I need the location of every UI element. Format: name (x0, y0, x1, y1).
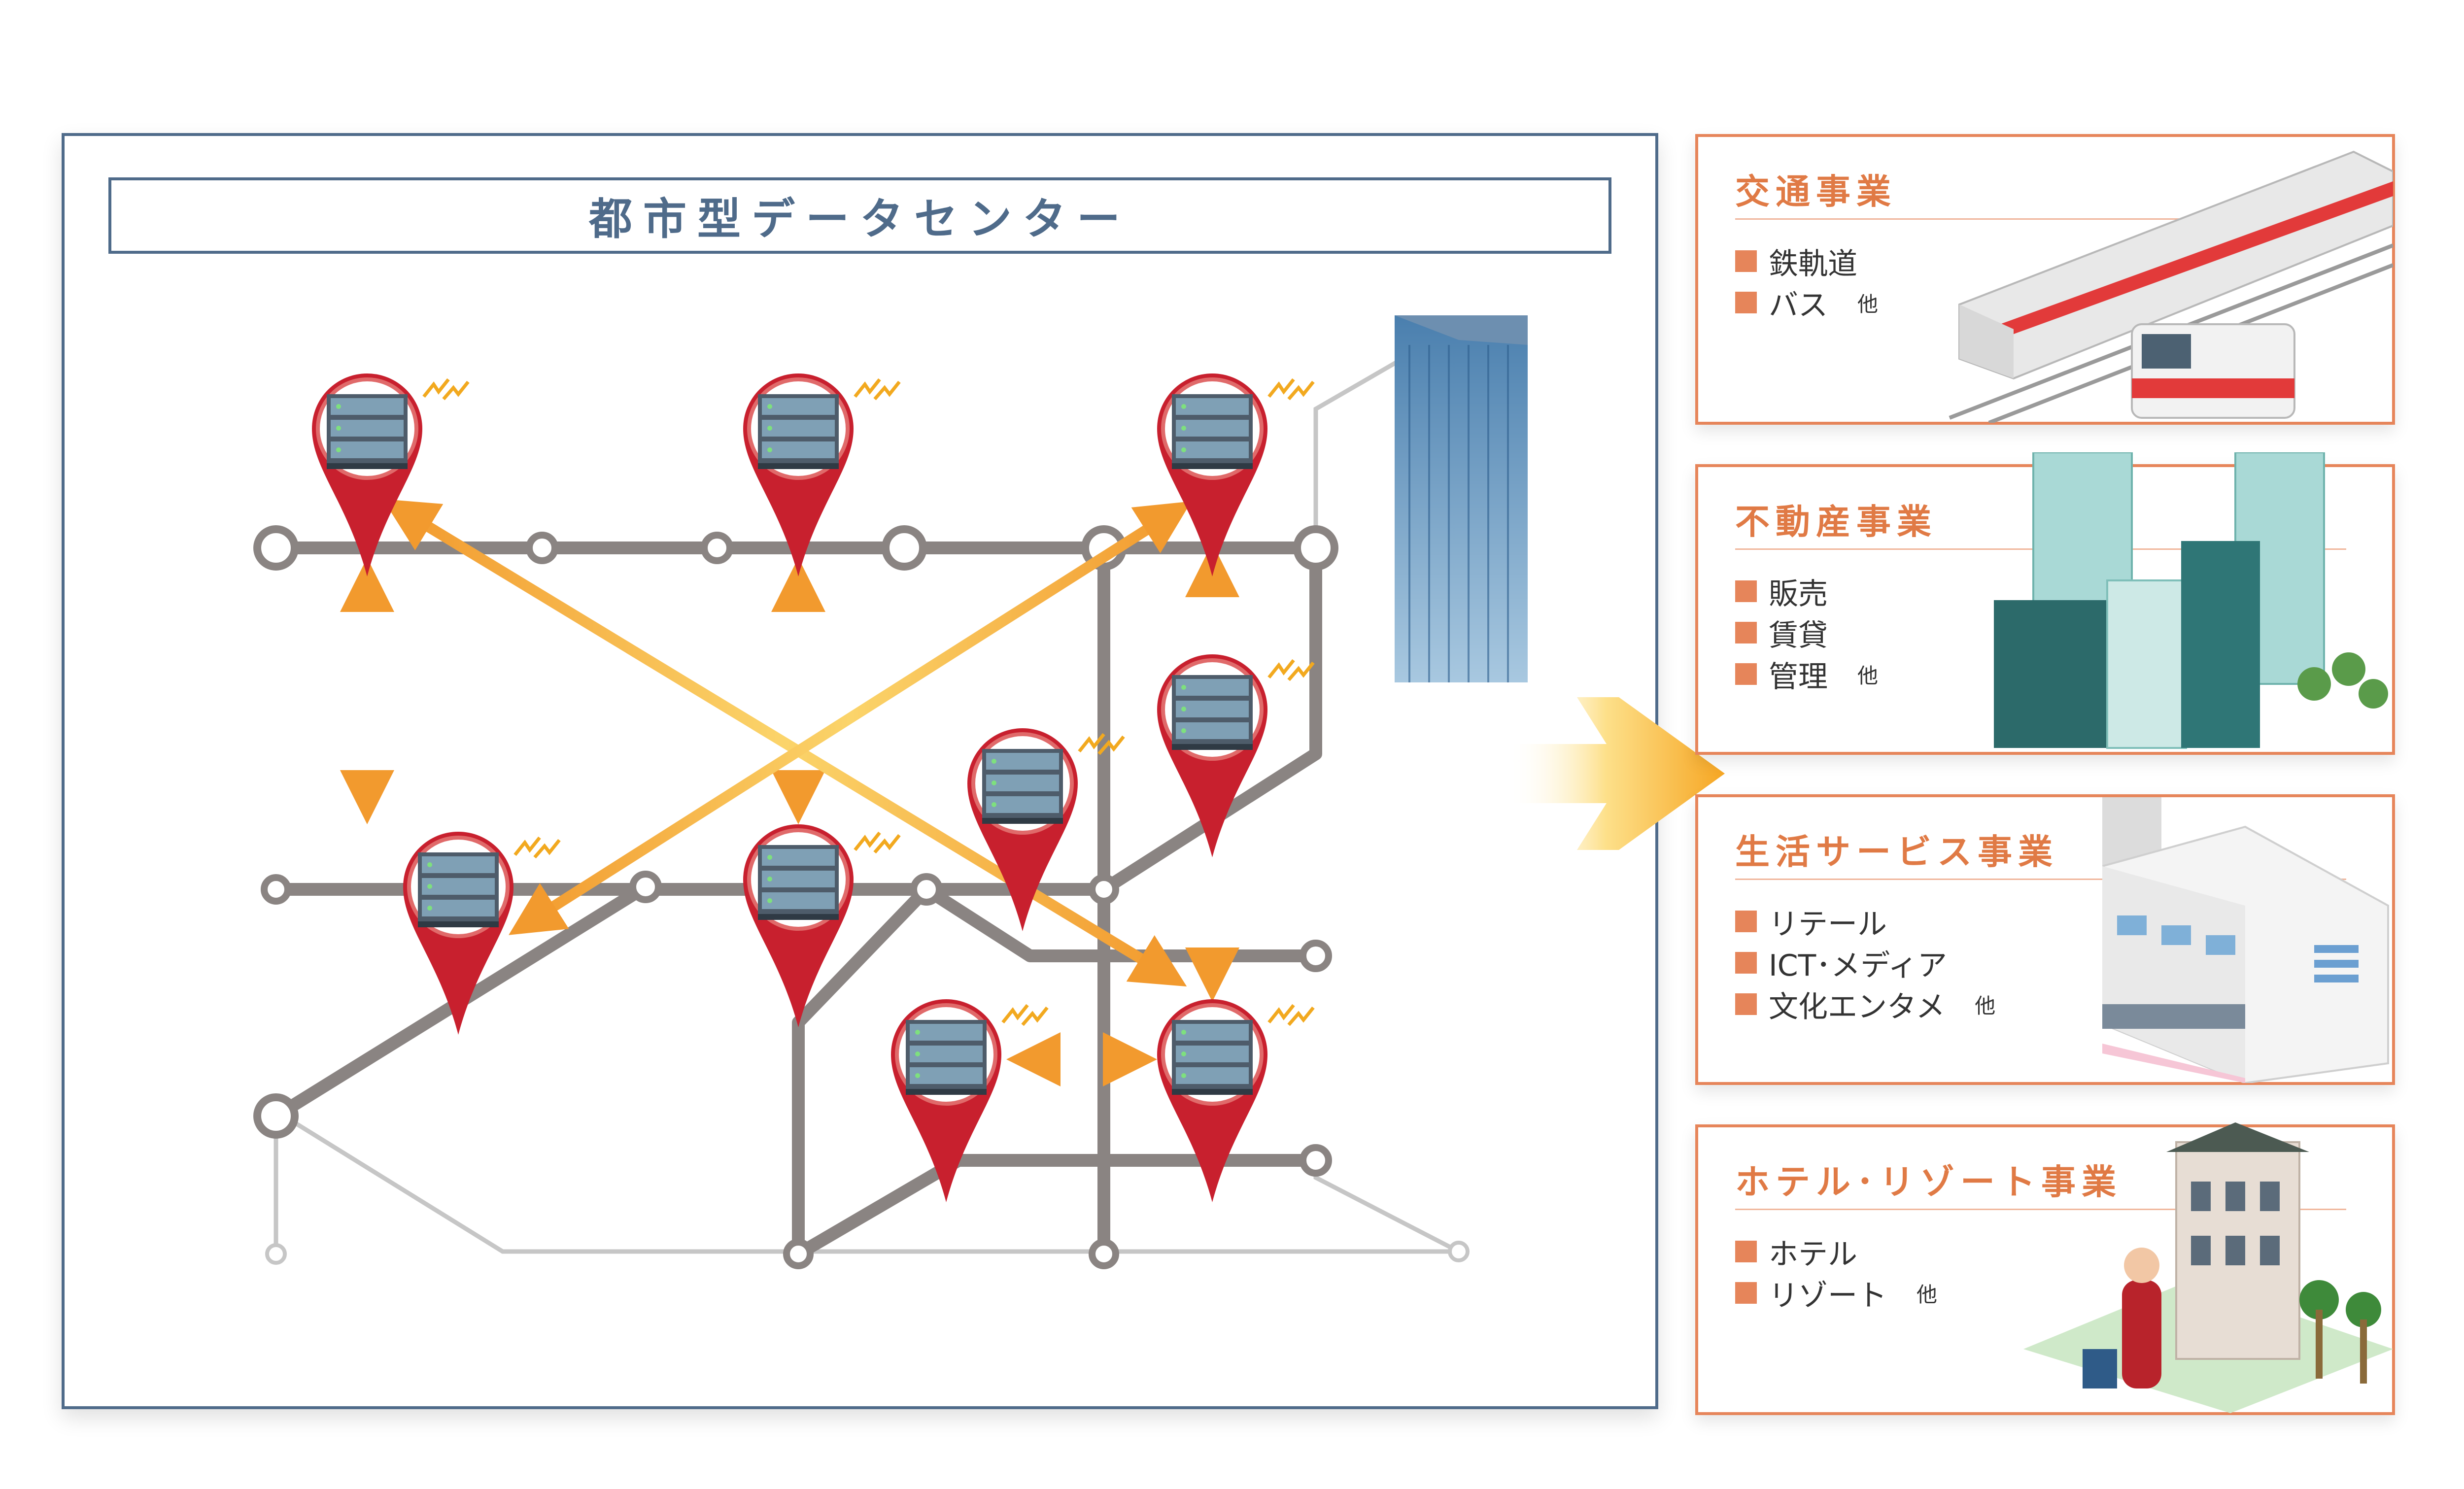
server-pin (743, 824, 854, 1027)
bullet-square-icon (1735, 292, 1757, 313)
card-divider (1735, 218, 2346, 220)
bullet-square-icon (1735, 622, 1757, 643)
bullet-square-icon (1735, 580, 1757, 602)
train-bus-icon (1949, 150, 2393, 423)
bullet-square-icon (1735, 993, 1757, 1015)
server-pin (891, 999, 1001, 1202)
server-pin (403, 832, 513, 1035)
card-item-list: 鉄軌道 バス他 (1735, 240, 1878, 323)
card-divider (1735, 879, 2346, 880)
card-title: ホテル･リゾート事業 (1735, 1162, 2122, 1202)
etc-label: 他 (1975, 993, 1996, 1018)
card-item-list: ホテル リゾート他 (1735, 1231, 1937, 1314)
list-item: 賃貸 (1735, 612, 1878, 653)
transition-arrow (1508, 697, 1725, 850)
card-divider (1735, 1209, 2346, 1210)
card-item-list: 販売 賃貸 管理他 (1735, 571, 1878, 695)
list-item: バス他 (1735, 282, 1878, 323)
page-title: 都市型データセンター (588, 194, 1131, 244)
bullet-square-icon (1735, 1241, 1757, 1262)
list-item: 管理他 (1735, 653, 1878, 695)
card-transportation: 交通事業 鉄軌道 バス他 (1695, 134, 2395, 425)
server-pin (1157, 654, 1267, 857)
card-item-list: リテール ICT･メディア 文化エンタメ他 (1735, 901, 1995, 1025)
server-pins (312, 373, 1267, 1202)
list-item: リゾート他 (1735, 1272, 1937, 1314)
card-lifestyle-services: 生活サービス事業 リテール ICT･メディア 文化エンタメ他 (1695, 794, 2395, 1085)
department-store-icon (2102, 797, 2389, 1083)
bullet-square-icon (1735, 1282, 1757, 1304)
list-item: 文化エンタメ他 (1735, 983, 1995, 1025)
bullet-square-icon (1735, 663, 1757, 685)
etc-label: 他 (1857, 292, 1879, 316)
secondary-routes (274, 353, 1460, 1254)
etc-label: 他 (1857, 663, 1879, 688)
list-item: 鉄軌道 (1735, 240, 1878, 282)
server-pin (967, 728, 1078, 931)
bullet-square-icon (1735, 250, 1757, 272)
card-hotel-resort: ホテル･リゾート事業 ホテル リゾート他 (1695, 1122, 2395, 1415)
card-title: 交通事業 (1735, 171, 1897, 212)
list-item: ICT･メディア (1735, 942, 1995, 983)
list-item: ホテル (1735, 1231, 1937, 1272)
etc-label: 他 (1916, 1282, 1938, 1307)
card-real-estate: 不動産事業 販売 賃貸 管理他 (1695, 452, 2395, 755)
card-title: 不動産事業 (1735, 502, 1937, 542)
bullet-square-icon (1735, 952, 1757, 974)
title-box: 都市型データセンター (108, 177, 1611, 254)
bullet-square-icon (1735, 911, 1757, 932)
skyscraper-icon (1395, 315, 1528, 682)
card-title: 生活サービス事業 (1735, 832, 2058, 872)
list-item: 販売 (1735, 571, 1878, 612)
server-pin (1157, 999, 1267, 1202)
hotel-icon (2023, 1122, 2393, 1413)
list-item: リテール (1735, 901, 1995, 942)
buildings-icon (1994, 452, 2388, 749)
